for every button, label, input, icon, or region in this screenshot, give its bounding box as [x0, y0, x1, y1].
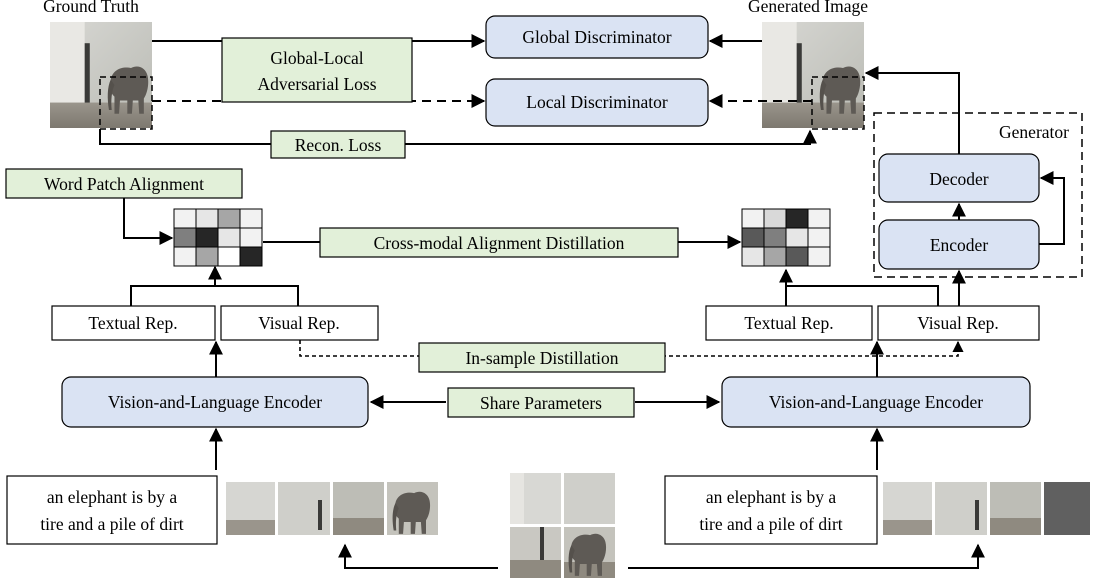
matrix-cell [807, 227, 831, 248]
matrix-cell [741, 227, 765, 248]
generated-local-crop-box [811, 76, 865, 130]
cross-modal-distillation-label: Cross-modal Alignment Distillation [374, 233, 625, 253]
caption-left-line-2: tire and a pile of dirt [40, 514, 183, 534]
matrix-cell [217, 208, 241, 229]
visual-rep-right-box [877, 305, 1040, 341]
textual-rep-right-label: Textual Rep. [744, 313, 833, 333]
alignment-matrix-left [173, 208, 263, 267]
share-parameters-box [447, 387, 635, 418]
matrix-cell [173, 227, 197, 248]
visual-rep-left-box [220, 305, 379, 341]
matrix-cell [741, 208, 765, 229]
caption-left-box [6, 475, 218, 545]
source-to-right-arrow [628, 543, 985, 569]
vl-encoder-right-label: Vision-and-Language Encoder [769, 392, 983, 412]
visual-rep-left-label: Visual Rep. [258, 313, 340, 333]
encoder-label: Encoder [930, 235, 988, 255]
in-sample-distillation-label: In-sample Distillation [465, 348, 618, 368]
word-patch-alignment-box [5, 168, 243, 199]
matrix-cell [239, 208, 263, 229]
vl-encoder-left-label: Vision-and-Language Encoder [108, 392, 322, 412]
matrix-cell [785, 246, 809, 267]
share-parameters-label: Share Parameters [480, 393, 602, 413]
caption-left-line-1: an elephant is by a [47, 487, 177, 507]
matrix-cell [195, 227, 219, 248]
matrix-cell [195, 208, 219, 229]
generated-image-label: Generated Image [748, 0, 868, 16]
matrix-cell [763, 208, 787, 229]
matrix-cell [763, 227, 787, 248]
image-patches-left [226, 482, 438, 535]
global-discriminator-label: Global Discriminator [522, 27, 671, 47]
matrix-cell [807, 246, 831, 267]
source-image-patches [510, 473, 615, 578]
vl-encoder-right-box [721, 376, 1031, 428]
recon-loss-box [270, 130, 406, 159]
ground-truth-label: Ground Truth [43, 0, 139, 16]
matrix-cell [173, 208, 197, 229]
textual-rep-left-label: Textual Rep. [88, 313, 177, 333]
matrix-cell [785, 227, 809, 248]
matrix-cell [239, 246, 263, 267]
matrix-cell [763, 246, 787, 267]
right-reps-connector [785, 285, 939, 306]
matrix-cell [173, 246, 197, 267]
global-local-loss-label-2: Adversarial Loss [257, 74, 376, 94]
ground-truth-image [50, 22, 153, 130]
generated-image [762, 22, 865, 130]
local-discriminator-box [485, 78, 709, 127]
in-sample-distillation-box [418, 342, 666, 373]
global-local-loss-label-1: Global-Local [270, 48, 363, 68]
generator-group [873, 112, 1083, 278]
matrix-cell [239, 227, 263, 248]
local-discriminator-label: Local Discriminator [526, 92, 668, 112]
recon-loss-arrow [99, 129, 817, 145]
matrix-cell [807, 208, 831, 229]
vl-encoder-left-box [61, 376, 369, 428]
image-patches-right [883, 482, 1090, 535]
alignment-matrix-right [741, 208, 831, 267]
textual-rep-right-box [705, 305, 873, 341]
decoder-to-image-arrow [864, 66, 960, 154]
skip-connection-arrow [1039, 171, 1065, 245]
patch-right-2 [935, 482, 987, 535]
local-crop-box [99, 76, 153, 130]
caption-right-box [664, 475, 878, 545]
left-reps-connector [130, 285, 299, 306]
recon-loss-label: Recon. Loss [295, 135, 382, 155]
matrix-cell [741, 246, 765, 267]
matrix-cell [217, 246, 241, 267]
decoder-label: Decoder [929, 169, 988, 189]
matrix-cell [195, 246, 219, 267]
word-patch-alignment-label: Word Patch Alignment [44, 174, 204, 194]
patch-left-2 [278, 482, 330, 535]
caption-right-line-1: an elephant is by a [706, 487, 836, 507]
masked-patch [1044, 482, 1090, 535]
caption-right-line-2: tire and a pile of dirt [699, 514, 842, 534]
generator-label: Generator [999, 122, 1069, 142]
textual-rep-left-box [51, 305, 216, 341]
source-patch-2 [564, 473, 615, 524]
source-to-left-arrow [338, 543, 498, 569]
matrix-cell [785, 208, 809, 229]
visual-rep-right-label: Visual Rep. [917, 313, 999, 333]
global-local-loss-box [221, 37, 413, 103]
matrix-cell [217, 227, 241, 248]
cross-modal-distillation-box [319, 227, 679, 258]
global-discriminator-box [485, 15, 709, 59]
wpa-to-matrix-arrow [123, 198, 174, 245]
